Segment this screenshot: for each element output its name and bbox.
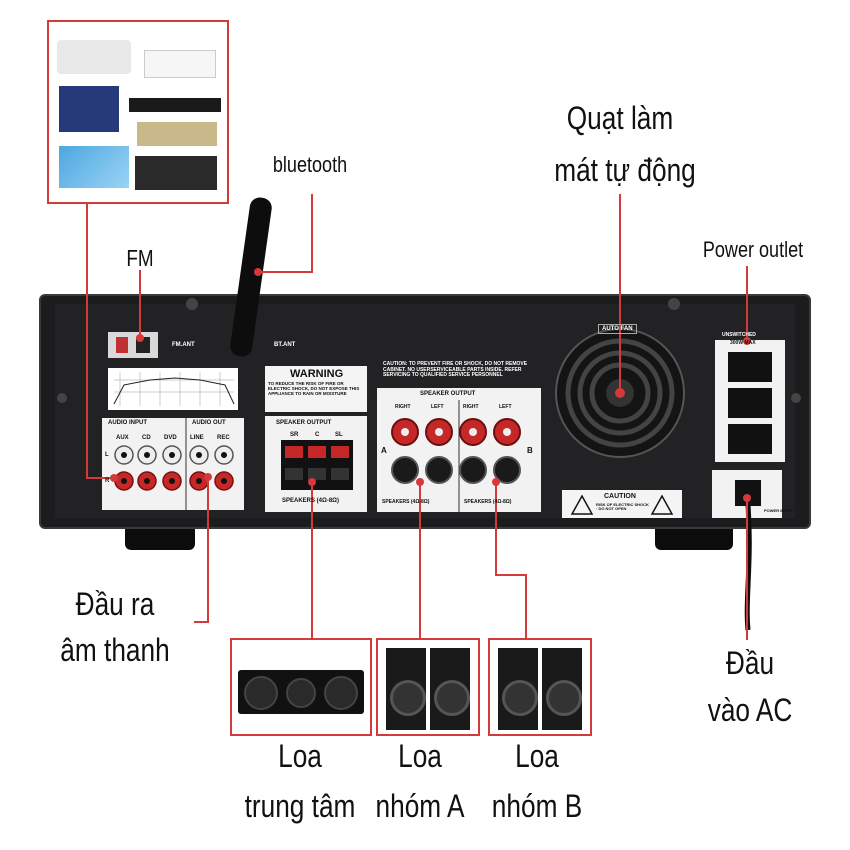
power-input-label: POWER INPUT [764, 508, 793, 513]
unswitched-label: UNSWITCHED [722, 332, 756, 338]
fan-label-line1: Quạt làm [566, 100, 674, 136]
power-outlet-label: Power outlet [702, 237, 804, 262]
speaker-group-b-box [488, 638, 592, 736]
caution-box-sub: RISK OF ELECTRIC SHOCK · DO NOT OPEN [596, 502, 649, 512]
center-speaker-output-label: SPEAKER OUTPUT [276, 420, 332, 426]
sr-label: SR [290, 432, 299, 438]
fan-label-line2: mát tự động [554, 152, 696, 188]
channel-l-label: L [105, 452, 109, 458]
audio-out-label: AUDIO OUT [192, 420, 226, 426]
audio-out-callout-line2: âm thanh [60, 632, 170, 668]
ac-in-label-line1: Đầu [725, 645, 775, 681]
channel-r-label: R [105, 478, 110, 484]
line-label: LINE [190, 435, 204, 441]
speaker-a-label-line2: nhóm A [375, 788, 465, 824]
speaker-b-label-line2: nhóm B [491, 788, 583, 824]
center-speaker-label-line1: Loa [278, 738, 322, 774]
source-devices-box [47, 20, 229, 204]
warning-title: WARNING [290, 368, 344, 380]
caution-text: CAUTION: TO PREVENT FIRE OR SHOCK, DO NO… [383, 361, 528, 378]
speaker-group-a-box [376, 638, 480, 736]
speaker-b-label-line1: Loa [515, 738, 559, 774]
fm-ant-label: FM.ANT [172, 342, 195, 348]
vcd-player-image [137, 122, 217, 146]
ac-in-label-line2: vào AC [707, 692, 793, 728]
projector-image [57, 40, 131, 74]
speakers-a-ohm: SPEAKERS (4Ω-8Ω) [382, 499, 430, 505]
left-a-label: LEFT [431, 404, 444, 410]
speaker-a-label-line1: Loa [398, 738, 442, 774]
cd-label: CD [142, 435, 151, 441]
left-b-label: LEFT [499, 404, 512, 410]
center-speaker-box [230, 638, 372, 736]
aux-label: AUX [116, 435, 129, 441]
bt-ant-label: BT.ANT [274, 342, 296, 348]
audio-out-callout-line1: Đầu ra [75, 586, 155, 622]
center-speakers-ohm: SPEAKERS (4Ω-8Ω) [282, 498, 339, 504]
dvd-label: DVD [164, 435, 177, 441]
tv-image [59, 146, 129, 188]
warning-text: TO REDUCE THE RISK OF FIRE OR ELECTRIC S… [268, 381, 360, 396]
computer-image [59, 86, 119, 132]
rec-label: REC [217, 435, 230, 441]
c-label: C [315, 432, 320, 438]
group-a-label: A [381, 446, 387, 455]
center-speaker-label-line2: trung tâm [244, 788, 356, 824]
group-b-label: B [527, 446, 533, 455]
router-image [144, 50, 216, 78]
ab-speaker-output-label: SPEAKER OUTPUT [420, 391, 476, 397]
auto-fan-label: AUTO FAN [598, 324, 637, 334]
caution-box-title: CAUTION [604, 493, 636, 500]
dvd-player-image [129, 98, 221, 112]
bluetooth-label: bluetooth [272, 152, 348, 177]
fm-label: FM [126, 245, 154, 271]
mixer-image [135, 156, 217, 190]
right-b-label: RIGHT [463, 404, 479, 410]
speakers-b-ohm: SPEAKERS (4Ω-8Ω) [464, 499, 512, 505]
outlet-rating-label: 300W MAX [730, 340, 756, 346]
right-a-label: RIGHT [395, 404, 411, 410]
audio-input-label: AUDIO INPUT [108, 420, 147, 426]
sl-label: SL [335, 432, 343, 438]
